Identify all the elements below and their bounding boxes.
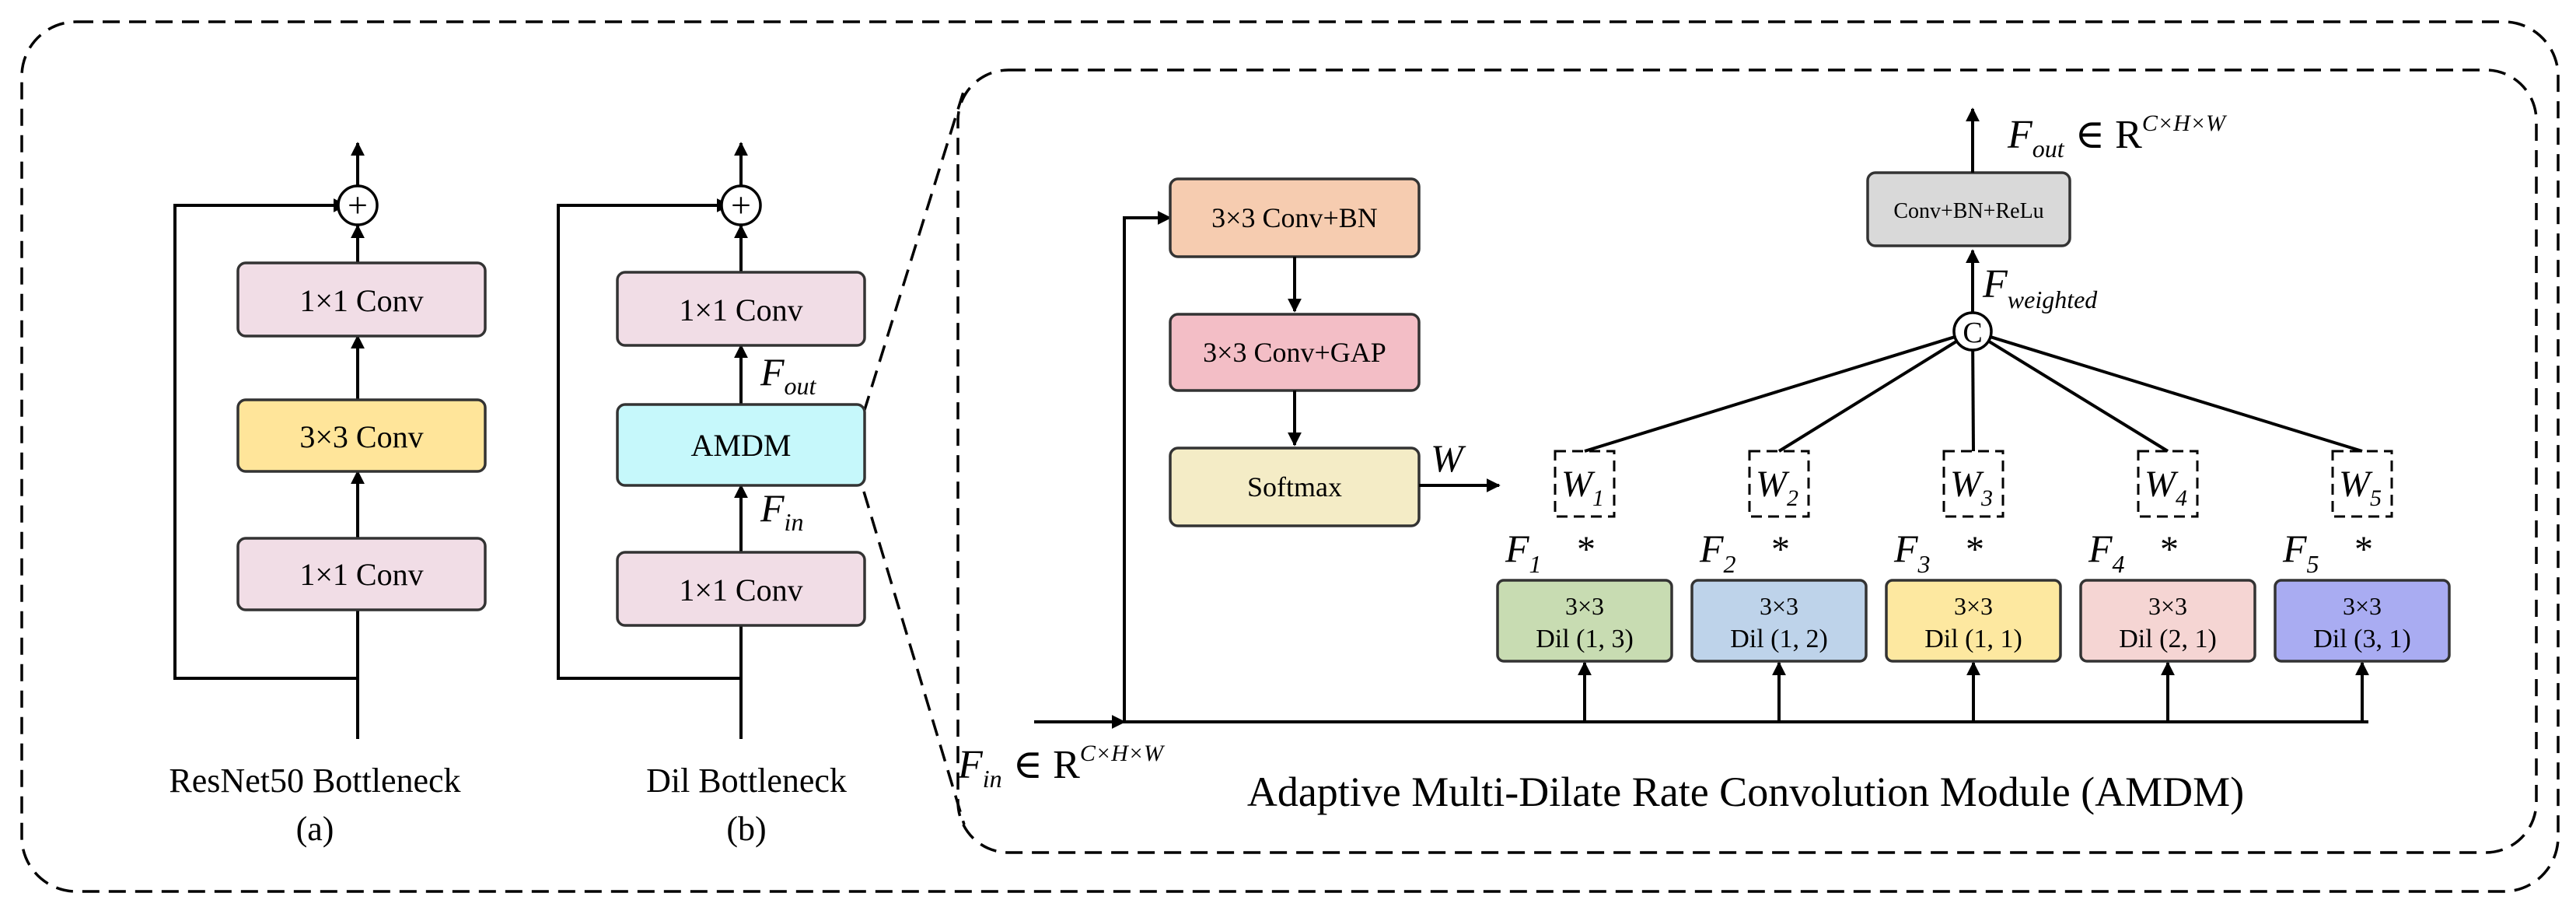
dil-box-5 bbox=[2274, 579, 2451, 663]
concat-symbol: C bbox=[1963, 317, 1982, 349]
amdm-f-out-label: Fout∈ RC×H×W bbox=[2007, 110, 2228, 163]
weight-w5-box bbox=[2331, 450, 2393, 518]
dil-box-4-rate: Dil (2, 1) bbox=[2119, 625, 2217, 653]
dil-add-node bbox=[720, 184, 762, 226]
resnet-bottleneck: 1×1 Conv 3×3 Conv 1×1 Conv + ResNet50 Bo… bbox=[169, 142, 487, 848]
amdm-detail: 3×3 Conv+BN 3×3 Conv+GAP Softmax W Conv+… bbox=[957, 107, 2368, 815]
dil-f-out-label: Fout bbox=[760, 350, 817, 400]
weight-w2-label: W2 bbox=[1756, 464, 1798, 511]
branch-4-to-concat bbox=[1987, 339, 2169, 453]
weight-w4-label: W4 bbox=[2144, 464, 2187, 511]
weight-w2-box bbox=[1748, 450, 1810, 518]
zoom-line-top bbox=[862, 89, 966, 413]
dil-box-1-kernel: 3×3 bbox=[1565, 592, 1604, 620]
weight-w3-box bbox=[1942, 450, 2005, 518]
feature-f2-label: F2 bbox=[1699, 527, 1736, 578]
amdm-title: Adaptive Multi-Dilate Rate Convolution M… bbox=[1247, 769, 2244, 815]
dil-conv-1x1-top bbox=[616, 271, 866, 347]
amdm-block bbox=[616, 403, 866, 487]
dil-bottleneck: 1×1 Conv AMDM 1×1 Conv + Fout Fin Dil Bo… bbox=[557, 142, 866, 848]
softmax-label: Softmax bbox=[1247, 471, 1342, 503]
multiply-5-symbol: * bbox=[2354, 529, 2373, 570]
dil-f-in-label: Fin bbox=[760, 486, 803, 536]
dil-box-5-rate: Dil (3, 1) bbox=[2313, 625, 2411, 653]
feature-f1-label: F1 bbox=[1505, 527, 1542, 578]
weight-w1-box bbox=[1554, 450, 1616, 518]
output-conv-box bbox=[1866, 171, 2071, 247]
dil-caption: Dil Bottleneck bbox=[646, 762, 847, 800]
resnet-subcaption: (a) bbox=[296, 810, 334, 848]
dil-box-3-kernel: 3×3 bbox=[1954, 592, 1993, 620]
resnet-add-node bbox=[337, 184, 379, 226]
amdm-f-in-label: Fin∈ RC×H×W bbox=[957, 741, 1166, 793]
weight-w3-label: W3 bbox=[1950, 464, 1993, 511]
amdm-block-label: AMDM bbox=[691, 428, 792, 463]
conv-gap-label: 3×3 Conv+GAP bbox=[1203, 337, 1386, 368]
branch-2-to-concat bbox=[1777, 339, 1958, 453]
f-weighted-label: Fweighted bbox=[1982, 262, 2098, 313]
dil-add-symbol: + bbox=[731, 185, 751, 225]
dil-box-3 bbox=[1885, 579, 2062, 663]
dil-conv-1x1-bottom bbox=[616, 551, 866, 627]
resnet-conv-3x3-label: 3×3 Conv bbox=[299, 419, 423, 454]
dil-box-1 bbox=[1496, 579, 1673, 663]
resnet-add-symbol: + bbox=[348, 185, 368, 225]
multiply-2-symbol: * bbox=[1771, 529, 1790, 570]
branch-5-to-concat bbox=[1990, 335, 2363, 453]
dil-conv-1x1-top-label: 1×1 Conv bbox=[679, 292, 802, 327]
dil-box-5-kernel: 3×3 bbox=[2343, 592, 2382, 620]
multiply-4-symbol: * bbox=[2160, 529, 2179, 570]
amdm-panel bbox=[956, 68, 2538, 854]
multiply-1-symbol: * bbox=[1577, 529, 1596, 570]
dil-box-4 bbox=[2079, 579, 2256, 663]
resnet-conv-1x1-top bbox=[236, 261, 487, 338]
feature-f5-label: F5 bbox=[2282, 527, 2319, 578]
dil-box-2 bbox=[1690, 579, 1868, 663]
dil-box-2-kernel: 3×3 bbox=[1760, 592, 1798, 620]
dil-box-3-rate: Dil (1, 1) bbox=[1924, 625, 2022, 653]
output-conv-label: Conv+BN+ReLu bbox=[1893, 199, 2043, 223]
resnet-conv-3x3 bbox=[236, 398, 487, 473]
dil-box-4-kernel: 3×3 bbox=[2148, 592, 2187, 620]
feature-f3-label: F3 bbox=[1893, 527, 1931, 578]
resnet-caption: ResNet50 Bottleneck bbox=[169, 762, 460, 800]
dil-conv-1x1-bottom-label: 1×1 Conv bbox=[679, 573, 802, 608]
weight-w1-label: W1 bbox=[1561, 464, 1604, 511]
resnet-conv-1x1-bottom-label: 1×1 Conv bbox=[299, 557, 423, 592]
weights-w-label: W bbox=[1431, 436, 1466, 480]
resnet-conv-1x1-top-label: 1×1 Conv bbox=[299, 283, 423, 318]
resnet-conv-1x1-bottom bbox=[236, 537, 487, 611]
branch-1-to-concat bbox=[1584, 335, 1956, 453]
weight-w4-box bbox=[2137, 450, 2199, 518]
concat-node bbox=[1952, 311, 1993, 352]
dil-box-1-rate: Dil (1, 3) bbox=[1536, 625, 1634, 653]
outer-panel bbox=[20, 20, 2560, 893]
zoom-line-bottom bbox=[862, 491, 966, 825]
dil-subcaption: (b) bbox=[726, 810, 766, 848]
dil-box-2-rate: Dil (1, 2) bbox=[1730, 625, 1828, 653]
weight-w5-label: W5 bbox=[2339, 464, 2382, 511]
conv-bn-label: 3×3 Conv+BN bbox=[1211, 202, 1378, 233]
multiply-3-symbol: * bbox=[1966, 529, 1984, 570]
feature-f4-label: F4 bbox=[2088, 527, 2125, 578]
